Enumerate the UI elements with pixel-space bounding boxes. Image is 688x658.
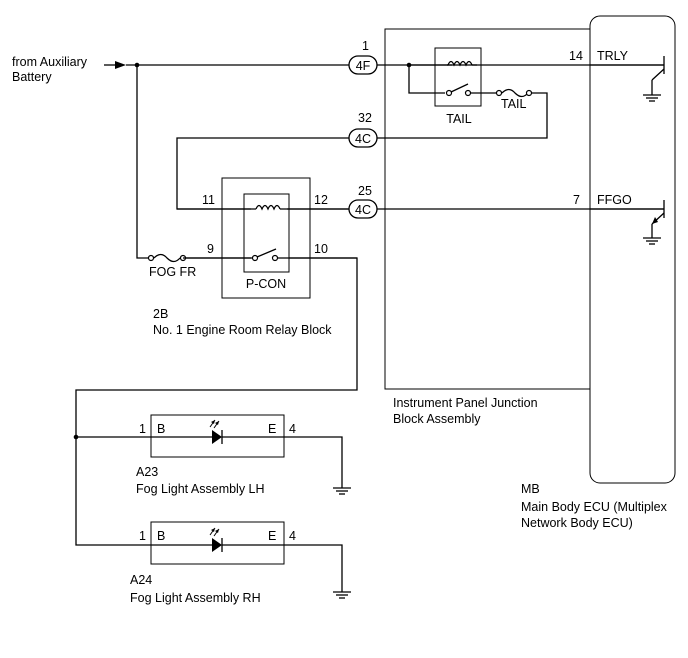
ecu-outline xyxy=(589,15,676,484)
ground-icon xyxy=(333,591,351,599)
ecu-code: MB xyxy=(521,482,540,496)
ecu-pin-trly: 14 xyxy=(569,49,583,63)
switch-icon xyxy=(256,248,277,258)
connector-4c-25: 25 4C xyxy=(348,184,378,219)
coil-icon xyxy=(255,204,281,211)
ground-icon xyxy=(333,487,351,495)
led-icon xyxy=(151,527,284,552)
source-label-line1: from Auxiliary xyxy=(12,55,88,69)
connector-4c-25-pin: 25 xyxy=(358,184,372,198)
fog-rh-label-e: E xyxy=(268,529,276,543)
ecu-name-line1: Main Body ECU (Multiplex xyxy=(521,500,668,514)
pcon-pin-9: 9 xyxy=(207,242,214,256)
fog-rh-pin-e: 4 xyxy=(289,529,296,543)
ecu-name-line2: Network Body ECU) xyxy=(521,516,633,530)
tail-relay-label: TAIL xyxy=(446,112,472,126)
fog-rh-code: A24 xyxy=(130,573,152,587)
fog-lh-name: Fog Light Assembly LH xyxy=(136,482,265,496)
tail-fuse-label: TAIL xyxy=(501,97,527,111)
switch-icon xyxy=(450,83,469,93)
fog-rh-name: Fog Light Assembly RH xyxy=(130,591,261,605)
fog-rh-label-b: B xyxy=(157,529,165,543)
fog-light-lh: 1 B E 4 A23 Fog Light Assembly LH xyxy=(136,414,351,496)
pcon-relay: P-CON 11 12 9 10 xyxy=(177,177,357,299)
coil-icon xyxy=(447,60,473,67)
junction-block-line1: Instrument Panel Junction xyxy=(393,396,538,410)
pcon-pin-10: 10 xyxy=(314,242,328,256)
ffgo-transistor-icon xyxy=(643,200,665,245)
ecu-pin-ffgo: 7 xyxy=(573,193,580,207)
tail-fuse: TAIL xyxy=(495,88,533,111)
pcon-pin-12: 12 xyxy=(314,193,328,207)
connector-4f: 1 4F xyxy=(348,39,378,75)
connector-4c-25-label: 4C xyxy=(355,203,371,217)
relay-block-code: 2B xyxy=(153,307,168,321)
fog-rh-pin-b: 1 xyxy=(139,529,146,543)
fog-lh-label-e: E xyxy=(268,422,276,436)
ecu-signal-ffgo: FFGO xyxy=(597,193,632,207)
fog-light-rh: 1 B E 4 A24 Fog Light Assembly RH xyxy=(130,521,351,605)
connector-4c-32-pin: 32 xyxy=(358,111,372,125)
pcon-relay-label: P-CON xyxy=(246,277,286,291)
source-label-line2: Battery xyxy=(12,70,52,84)
fuse-icon xyxy=(501,88,529,98)
fog-lh-label-b: B xyxy=(157,422,165,436)
fog-lh-pin-e: 4 xyxy=(289,422,296,436)
led-icon xyxy=(151,419,284,444)
connector-4f-pin: 1 xyxy=(362,39,369,53)
connector-4c-32-label: 4C xyxy=(355,132,371,146)
fuse-icon xyxy=(153,253,181,263)
connector-4f-label: 4F xyxy=(356,59,371,73)
connector-4c-32: 32 4C xyxy=(348,111,378,148)
fog-lh-pin-b: 1 xyxy=(139,422,146,436)
tail-relay: TAIL xyxy=(409,47,482,126)
ecu-signal-trly: TRLY xyxy=(597,49,629,63)
pcon-pin-11: 11 xyxy=(202,193,215,207)
fog-lh-code: A23 xyxy=(136,465,158,479)
fog-fr-fuse-label: FOG FR xyxy=(149,265,196,279)
junction-block-line2: Block Assembly xyxy=(393,412,481,426)
trly-transistor-icon xyxy=(643,56,665,102)
source-arrow-icon xyxy=(104,61,126,69)
relay-block-name: No. 1 Engine Room Relay Block xyxy=(153,323,332,337)
